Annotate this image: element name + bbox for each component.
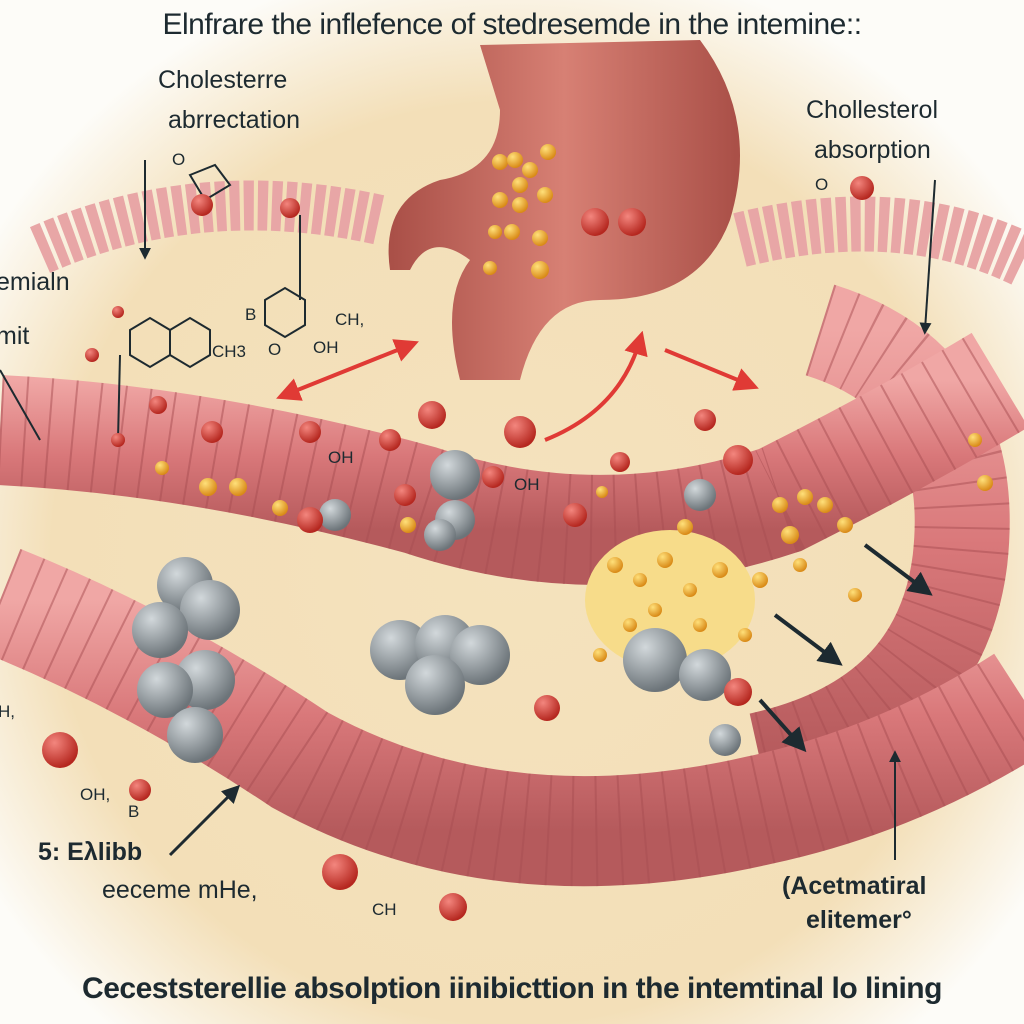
caption: Ceceststerellie absolption iinibicttion … xyxy=(82,972,942,1005)
chem-oh: OH, xyxy=(80,785,111,804)
red-double-arrow xyxy=(276,339,419,401)
chem-ch: CH xyxy=(372,900,397,919)
chem-o: O xyxy=(172,150,186,169)
chem-oh: OH xyxy=(514,475,540,494)
pointer-line xyxy=(0,369,41,441)
stomach xyxy=(388,40,740,380)
label-abrrectation: abrrectation xyxy=(168,106,301,134)
red-curved-arrow xyxy=(544,330,648,442)
pointer-arrow xyxy=(863,543,933,596)
intestine-upper xyxy=(0,332,1024,585)
pointer-arrow xyxy=(773,613,843,666)
chem-b: B xyxy=(245,305,257,324)
label-elibb: 5: Eλlibb xyxy=(38,838,143,866)
chem-ch3: CH3 xyxy=(212,342,247,361)
page-title: Elnfrare the inflefence of stedresemde i… xyxy=(162,8,862,41)
molecule-structure xyxy=(117,163,306,441)
gray-particle-cluster xyxy=(623,479,741,756)
chem-b: B xyxy=(128,802,140,821)
red-spiky-cell xyxy=(42,732,358,890)
label-eeceme: eeceme mHe, xyxy=(102,876,258,904)
red-particles xyxy=(129,208,753,921)
chem-oh: OH xyxy=(313,338,339,357)
label-emialn: emialn xyxy=(0,268,70,296)
lipid-droplets xyxy=(155,144,993,662)
chem-h: H, xyxy=(0,702,15,721)
chem-o: O xyxy=(268,340,282,359)
pointer-arrow xyxy=(758,698,807,753)
label-mit: mit xyxy=(0,322,30,350)
gray-particle-cluster xyxy=(319,450,510,715)
intestine-cut-section xyxy=(585,530,755,670)
label-acetmatiral: (Acetmatiral xyxy=(782,872,927,900)
label-chollesterol: Chollesterol xyxy=(806,96,939,124)
gray-particle-cluster xyxy=(132,557,240,763)
chem-oh: OH xyxy=(328,448,354,467)
red-arrow-right xyxy=(664,348,759,391)
label-elitemer: elitemer° xyxy=(806,906,912,934)
chem-o: O xyxy=(815,175,829,194)
label-cholesterre: Cholesterre xyxy=(158,66,288,94)
label-absorption: absorption xyxy=(814,136,931,164)
pointer-arrow xyxy=(168,784,241,857)
chem-ch3: CH, xyxy=(335,310,365,329)
pointer-arrow xyxy=(919,179,936,335)
intestine-back-right xyxy=(733,196,1024,285)
